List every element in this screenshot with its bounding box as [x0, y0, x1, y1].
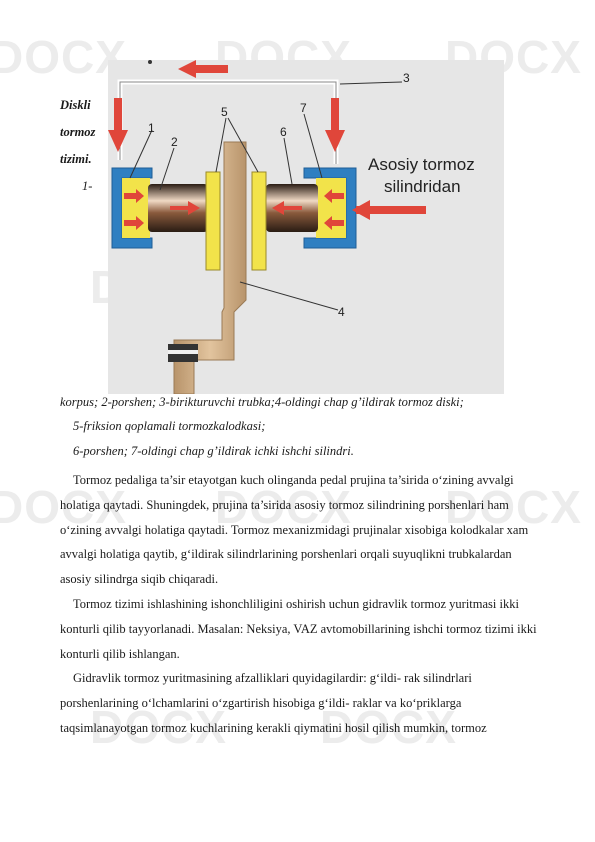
callout-line	[303, 113, 323, 179]
callout-line	[129, 129, 153, 179]
figure-caption: 5-friksion qoplamali tormozkalodkasi;	[73, 419, 266, 433]
paragraph: Gidravlik tormoz yuritmasining afzallikl…	[60, 671, 487, 735]
callout-7: 7	[300, 101, 307, 115]
callout-line	[239, 281, 339, 311]
pipe-fitting	[148, 60, 152, 64]
right-brake-pad	[251, 171, 267, 271]
arrow-right-icon	[170, 201, 200, 215]
figure-title-line: tizimi.	[60, 152, 92, 166]
arrow-left-icon	[178, 60, 228, 78]
arrow-down-icon	[325, 98, 345, 152]
figure-caption: 6-porshen; 7-oldingi chap g’ildirak ichk…	[73, 444, 354, 458]
arrow-right-icon	[124, 189, 144, 203]
master-cylinder-label: Asosiy tormoz	[368, 155, 475, 174]
figure-number: 1-	[82, 179, 93, 193]
arrow-left-icon	[352, 200, 426, 220]
callout-line	[339, 81, 403, 85]
callout-line	[227, 117, 259, 173]
arrow-left-icon	[324, 216, 344, 230]
callout-5: 5	[221, 105, 228, 119]
paragraph: Tormoz tizimi ishlashining ishonchliligi…	[60, 596, 537, 661]
callout-line	[159, 147, 175, 191]
watermark: DOCX	[0, 31, 127, 83]
watermark: DOCX	[320, 701, 457, 753]
left-brake-pad	[205, 171, 221, 271]
watermark: DOCX	[0, 481, 127, 533]
arrow-left-icon	[272, 201, 302, 215]
watermark: DOCX	[90, 701, 227, 753]
callout-1: 1	[148, 121, 155, 135]
callout-4: 4	[338, 305, 345, 319]
master-cylinder-label: silindridan	[384, 177, 461, 196]
watermark: DOCX	[445, 481, 582, 533]
body-text: Tormoz pedaliga ta’sir etayotgan kuch ol…	[60, 468, 542, 741]
arrow-down-icon	[108, 98, 128, 152]
callout-2: 2	[171, 135, 178, 149]
figure-title-line: Diskli	[60, 98, 91, 112]
callout-6: 6	[280, 125, 287, 139]
callout-line	[215, 117, 227, 173]
wheel-hub-highlight	[168, 350, 198, 354]
callout-3: 3	[403, 71, 410, 85]
brake-disc	[173, 141, 247, 394]
figure-title: Diskli tormoz tizimi. 1-	[60, 92, 110, 200]
figure-title-line: tormoz	[60, 125, 96, 139]
arrow-left-icon	[324, 189, 344, 203]
watermark: DOCX	[215, 481, 352, 533]
arrow-right-icon	[124, 216, 144, 230]
disc-brake-diagram: 1 2 3 4 5 6 7 Asosiy tormoz silindridan	[108, 60, 504, 394]
paragraph: Tormoz pedaliga ta’sir etayotgan kuch ol…	[60, 473, 529, 587]
callout-line	[283, 137, 293, 185]
figure-caption: korpus; 2-porshen; 3-birikturuvchi trubk…	[60, 395, 464, 409]
